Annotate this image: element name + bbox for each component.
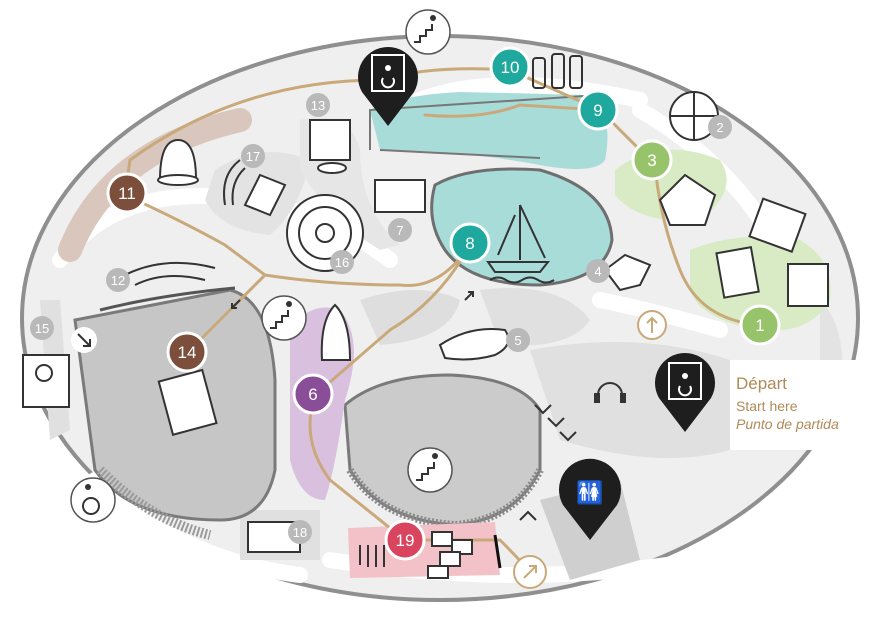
stairs-icon bbox=[405, 9, 451, 55]
stop-7-label: 7 bbox=[396, 223, 403, 238]
stop-18-label: 18 bbox=[293, 525, 307, 540]
stop-15[interactable]: 15 bbox=[30, 316, 54, 340]
stop-8[interactable]: 8 bbox=[449, 222, 491, 264]
area-9-10 bbox=[370, 92, 608, 169]
stop-17[interactable]: 17 bbox=[241, 144, 265, 168]
stop-16-label: 16 bbox=[335, 255, 349, 270]
stop-14[interactable]: 14 bbox=[166, 331, 208, 373]
svg-text:🚻: 🚻 bbox=[576, 480, 603, 506]
area-9-10-outline bbox=[369, 94, 601, 159]
room-12-wall bbox=[99, 286, 236, 312]
elevator-icon[interactable] bbox=[358, 47, 418, 126]
stop-15-label: 15 bbox=[35, 321, 49, 336]
exhibit-table-14 bbox=[157, 368, 218, 436]
zone-11-band bbox=[58, 108, 252, 262]
exhibit-portrait-15 bbox=[22, 354, 70, 408]
stop-4[interactable]: 4 bbox=[586, 259, 610, 283]
stop-14-label: 14 bbox=[178, 343, 197, 362]
stop-7[interactable]: 7 bbox=[388, 218, 412, 242]
stop-13-label: 13 bbox=[311, 98, 325, 113]
arcs-12 bbox=[124, 261, 216, 286]
exhibit-bottles bbox=[532, 53, 583, 89]
central-room-steps bbox=[346, 467, 544, 530]
arcs-17 bbox=[223, 159, 246, 206]
stop-11-label: 11 bbox=[118, 184, 136, 203]
stop-2[interactable]: 2 bbox=[708, 115, 732, 139]
exhibit-chair-13 bbox=[309, 119, 351, 174]
stop-9-label: 9 bbox=[593, 101, 602, 120]
exhibit-dome-11 bbox=[157, 138, 199, 186]
exhibit-frame-7 bbox=[374, 179, 426, 213]
stop-11[interactable]: 11 bbox=[106, 172, 148, 214]
stop-5[interactable]: 5 bbox=[506, 328, 530, 352]
stop-6[interactable]: 6 bbox=[292, 373, 334, 415]
stop-10-label: 10 bbox=[501, 58, 520, 77]
stop-8-label: 8 bbox=[465, 234, 474, 253]
stop-3[interactable]: 3 bbox=[631, 139, 673, 181]
stop-10[interactable]: 10 bbox=[489, 46, 531, 88]
exhibit-globe-2 bbox=[669, 91, 719, 141]
exhibit-boat bbox=[486, 204, 555, 284]
stop-1[interactable]: 1 bbox=[739, 304, 781, 346]
stop-9[interactable]: 9 bbox=[577, 89, 619, 131]
stop-19-label: 19 bbox=[396, 531, 415, 550]
stop-18[interactable]: 18 bbox=[288, 520, 312, 544]
chevrons bbox=[519, 404, 577, 521]
exhibit-crates-19 bbox=[427, 531, 473, 579]
area-19 bbox=[348, 522, 500, 578]
exhibit-lines-19 bbox=[359, 545, 385, 567]
stop-6-label: 6 bbox=[308, 385, 317, 404]
stop-17-label: 17 bbox=[246, 149, 260, 164]
stairs-icon bbox=[261, 295, 307, 341]
direction-arrow-icon bbox=[71, 327, 97, 353]
stop-13[interactable]: 13 bbox=[306, 93, 330, 117]
exhibit-figure-4 bbox=[603, 253, 652, 292]
stop-5-label: 5 bbox=[514, 333, 521, 348]
stairs-icon bbox=[407, 447, 453, 493]
elevator-start-icon[interactable] bbox=[655, 353, 715, 432]
headphones-icon bbox=[594, 382, 626, 403]
stop-1-label: 1 bbox=[755, 316, 764, 335]
toilets-icon[interactable]: 🚻 bbox=[559, 458, 621, 540]
stop-4-label: 4 bbox=[594, 264, 601, 279]
exhibit-sculpture-3 bbox=[658, 173, 717, 226]
exhibit-books-1 bbox=[715, 197, 829, 307]
stop-19[interactable]: 19 bbox=[384, 519, 426, 561]
exhibit-wall-17 bbox=[243, 173, 287, 217]
start-legend: Départ Start here Punto de partida bbox=[730, 360, 880, 450]
stop-2-label: 2 bbox=[716, 120, 723, 135]
wall-19 bbox=[493, 534, 502, 569]
direction-arrow-icon bbox=[464, 291, 474, 301]
zone-5 bbox=[480, 288, 590, 346]
exhibit-vase-6 bbox=[320, 303, 352, 361]
wheelchair-icon bbox=[70, 477, 116, 523]
direction-arrow-icon bbox=[513, 555, 547, 589]
stop-12-label: 12 bbox=[111, 273, 125, 288]
direction-arrow-icon bbox=[231, 299, 241, 309]
legend-fr: Départ bbox=[736, 374, 788, 393]
stop-16[interactable]: 16 bbox=[330, 250, 354, 274]
legend-en: Start here bbox=[736, 398, 798, 414]
direction-arrow-icon bbox=[637, 310, 667, 340]
stop-12[interactable]: 12 bbox=[106, 268, 130, 292]
legend-es: Punto de partida bbox=[736, 416, 839, 432]
stop-3-label: 3 bbox=[647, 151, 656, 170]
